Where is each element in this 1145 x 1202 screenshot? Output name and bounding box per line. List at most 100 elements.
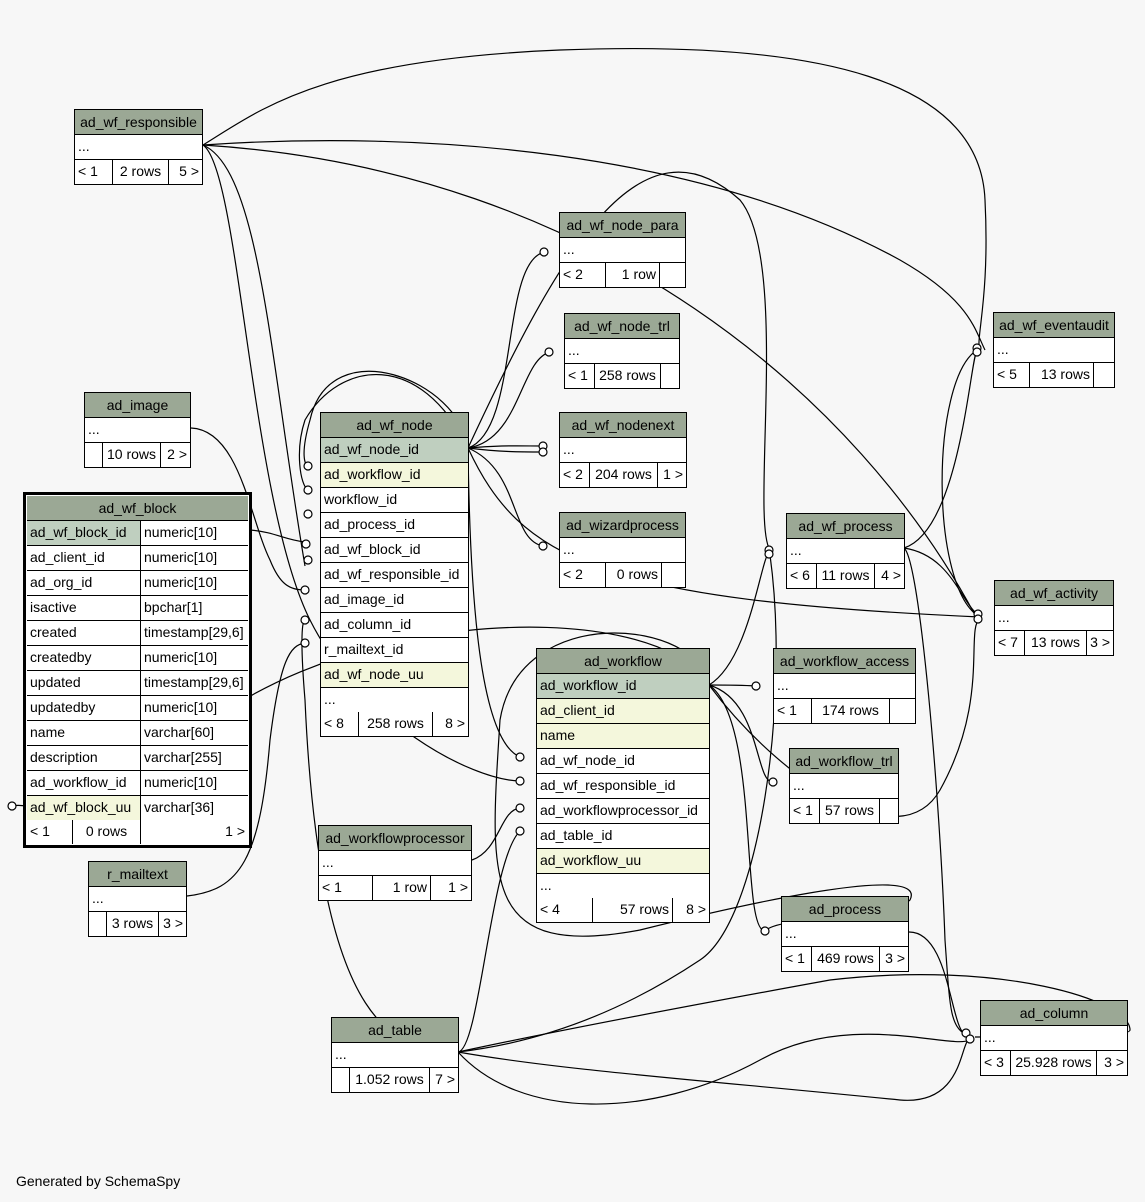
table-title[interactable]: ad_wf_node_para: [560, 213, 685, 238]
column-row[interactable]: ad_client_id: [537, 699, 709, 724]
table-ad-process[interactable]: ad_process ... < 1 469 rows 3 >: [781, 896, 909, 972]
column-row[interactable]: ad_workflowprocessor_id: [537, 799, 709, 824]
column-row[interactable]: ad_wf_node_id: [321, 438, 468, 463]
table-title[interactable]: ad_wf_node: [321, 413, 468, 438]
column-row[interactable]: name: [537, 724, 709, 749]
children-link[interactable]: 3 >: [1104, 1054, 1124, 1070]
table-title[interactable]: ad_image: [85, 393, 190, 418]
children-link[interactable]: [880, 799, 898, 823]
children-link[interactable]: 5 >: [179, 163, 199, 179]
children-link[interactable]: [661, 364, 679, 388]
children-link[interactable]: 3 >: [1090, 634, 1110, 650]
children-link[interactable]: 8 >: [686, 901, 706, 917]
table-title[interactable]: ad_wf_block: [27, 496, 248, 521]
parents-link[interactable]: < 3: [981, 1051, 1011, 1075]
column-row[interactable]: ad_workflow_id: [537, 674, 709, 699]
parents-link[interactable]: < 1: [27, 820, 73, 844]
children-link[interactable]: 7 >: [435, 1071, 455, 1087]
column-row[interactable]: ad_wf_node_id: [537, 749, 709, 774]
table-ad-wf-node-trl[interactable]: ad_wf_node_trl ... < 1 258 rows: [564, 313, 680, 389]
table-ad-wf-eventaudit[interactable]: ad_wf_eventaudit ... < 5 13 rows: [993, 312, 1115, 388]
column-row[interactable]: ad_column_id: [321, 613, 468, 638]
children-link[interactable]: [890, 699, 915, 723]
table-ad-wf-nodenext[interactable]: ad_wf_nodenext ... < 2 204 rows 1 >: [559, 412, 687, 488]
children-link[interactable]: [1094, 363, 1114, 387]
table-ad-image[interactable]: ad_image ... 10 rows 2 >: [84, 392, 191, 468]
table-title[interactable]: ad_wf_nodenext: [560, 413, 686, 438]
table-ad-workflow-access[interactable]: ad_workflow_access ... < 1 174 rows: [773, 648, 916, 724]
children-link[interactable]: 1 >: [448, 879, 468, 895]
table-ad-wf-node-para[interactable]: ad_wf_node_para ... < 2 1 row: [559, 212, 686, 288]
column-row[interactable]: ad_image_id: [321, 588, 468, 613]
table-title[interactable]: ad_workflow_trl: [790, 749, 898, 774]
children-link[interactable]: [662, 563, 685, 587]
table-title[interactable]: ad_wf_process: [787, 514, 904, 539]
column-row[interactable]: ad_process_id: [321, 513, 468, 538]
column-row[interactable]: ad_workflow_uu: [537, 849, 709, 874]
table-title[interactable]: ad_column: [981, 1001, 1127, 1026]
table-title[interactable]: ad_workflowprocessor: [319, 826, 471, 851]
table-ad-workflowprocessor[interactable]: ad_workflowprocessor ... < 1 1 row 1 >: [318, 825, 472, 901]
table-ad-workflow-trl[interactable]: ad_workflow_trl ... < 1 57 rows: [789, 748, 899, 824]
children-link[interactable]: 3 >: [163, 915, 183, 931]
table-title[interactable]: ad_wf_eventaudit: [994, 313, 1114, 338]
children-link[interactable]: 1 >: [225, 823, 245, 839]
parents-link[interactable]: [85, 443, 103, 467]
table-ad-column[interactable]: ad_column ... < 3 25.928 rows 3 >: [980, 1000, 1128, 1076]
parents-link[interactable]: < 5: [994, 363, 1030, 387]
column-row[interactable]: ad_wf_responsible_id: [321, 563, 468, 588]
parents-link[interactable]: < 2: [560, 563, 606, 587]
parents-link[interactable]: < 8: [321, 712, 359, 736]
table-title[interactable]: ad_wizardprocess: [560, 513, 685, 538]
parents-link[interactable]: < 7: [995, 631, 1025, 655]
column-row[interactable]: r_mailtext_id: [321, 638, 468, 663]
table-ad-wf-process[interactable]: ad_wf_process ... < 6 11 rows 4 >: [786, 513, 905, 589]
table-title[interactable]: ad_workflow: [537, 649, 709, 674]
column-row[interactable]: ad_wf_responsible_id: [537, 774, 709, 799]
children-link[interactable]: 2 >: [167, 446, 187, 462]
table-title[interactable]: ad_wf_node_trl: [565, 314, 679, 339]
parents-link[interactable]: < 1: [790, 799, 820, 823]
parents-link[interactable]: < 1: [782, 947, 812, 971]
table-title[interactable]: r_mailtext: [89, 862, 186, 887]
column-row[interactable]: ad_wf_block_id: [321, 538, 468, 563]
parents-link[interactable]: < 1: [774, 699, 812, 723]
parents-link[interactable]: < 1: [319, 876, 373, 900]
column-row[interactable]: workflow_id: [321, 488, 468, 513]
table-r-mailtext[interactable]: r_mailtext ... 3 rows 3 >: [88, 861, 187, 937]
parents-link[interactable]: [89, 912, 107, 936]
column-row[interactable]: ad_table_id: [537, 824, 709, 849]
parents-link[interactable]: < 2: [560, 263, 606, 287]
parents-link[interactable]: < 1: [75, 160, 113, 184]
table-ad-table[interactable]: ad_table ... 1.052 rows 7 >: [331, 1017, 459, 1093]
table-ad-wf-activity[interactable]: ad_wf_activity ... < 7 13 rows 3 >: [994, 580, 1114, 656]
children-link[interactable]: [660, 263, 685, 287]
parents-link[interactable]: < 2: [560, 463, 590, 487]
table-title[interactable]: ad_wf_activity: [995, 581, 1113, 606]
children-link[interactable]: 3 >: [885, 950, 905, 966]
table-title[interactable]: ad_process: [782, 897, 908, 922]
children-link[interactable]: 1 >: [663, 466, 683, 482]
column-row[interactable]: ...: [537, 874, 709, 898]
parents-link[interactable]: < 1: [565, 364, 595, 388]
table-title[interactable]: ad_table: [332, 1018, 458, 1043]
column-row[interactable]: ...: [321, 688, 468, 712]
table-ad-wf-responsible[interactable]: ad_wf_responsible ... < 1 2 rows 5 >: [74, 109, 203, 185]
column-row[interactable]: ad_wf_node_uu: [321, 663, 468, 688]
table-ad-wizardprocess[interactable]: ad_wizardprocess ... < 2 0 rows: [559, 512, 686, 588]
children-link[interactable]: 4 >: [881, 567, 901, 583]
